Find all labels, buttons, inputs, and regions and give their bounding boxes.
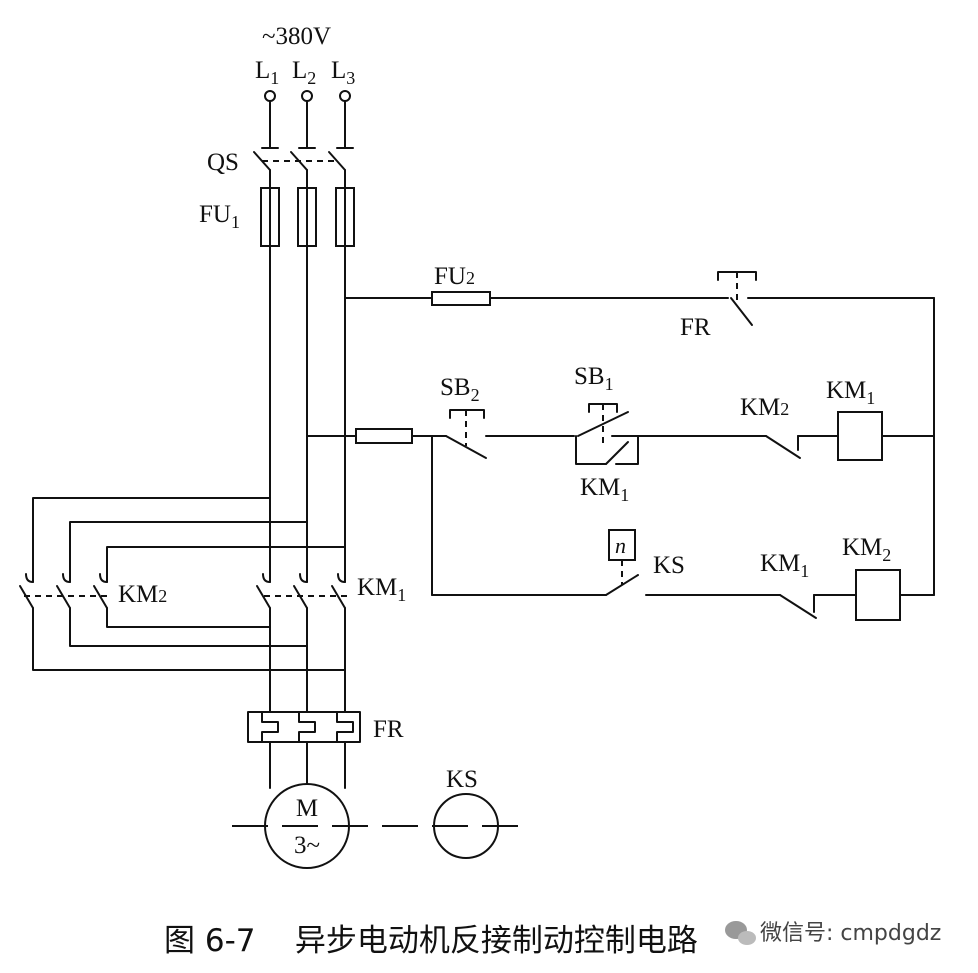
fu2-label: FU2 [434, 263, 475, 290]
supply-voltage-label: ~380V [262, 23, 331, 50]
wechat-icon [725, 921, 756, 945]
ks-sensor-label: KS [446, 766, 478, 793]
fu1-fuses [260, 187, 355, 247]
fr-contact-label: FR [680, 314, 711, 341]
km1-main-contacts [256, 573, 350, 609]
fr-heater-label: FR [373, 716, 404, 743]
control-top-rail [344, 271, 935, 596]
rung-km1 [306, 403, 935, 465]
l3-label: L3 [331, 57, 355, 88]
qs-label: QS [207, 149, 239, 176]
motor-m-label: M [296, 795, 318, 822]
l1-label: L1 [255, 57, 279, 88]
rung-km2 [431, 435, 935, 621]
main-power-lines [269, 245, 346, 713]
km1-main-label: KM1 [357, 574, 406, 605]
km2-interlock-label: KM2 [740, 394, 789, 421]
ks-contact-label: KS [653, 552, 685, 579]
sb2-label: SB2 [440, 374, 480, 405]
km1-interlock-label: KM1 [760, 550, 809, 581]
km1-coil-label: KM1 [826, 377, 875, 408]
sb1-label: SB1 [574, 363, 614, 394]
km2-main-label: KM2 [118, 581, 167, 608]
motor-phase-label: 3~ [294, 832, 320, 859]
l2-label: L2 [292, 57, 316, 88]
fu1-label: FU1 [199, 201, 240, 232]
watermark-text: 微信号: cmpdgdz [760, 921, 941, 946]
figure-caption: 图 6-7 异步电动机反接制动控制电路 [164, 923, 698, 959]
supply-terminals [264, 90, 351, 149]
km2-main-contacts [19, 497, 346, 671]
qs-switch [253, 147, 354, 189]
km1-hold-label: KM1 [580, 474, 629, 505]
km2-coil-label: KM2 [842, 534, 891, 565]
ks-n-label: n [615, 533, 626, 558]
fr-heater [247, 711, 361, 789]
